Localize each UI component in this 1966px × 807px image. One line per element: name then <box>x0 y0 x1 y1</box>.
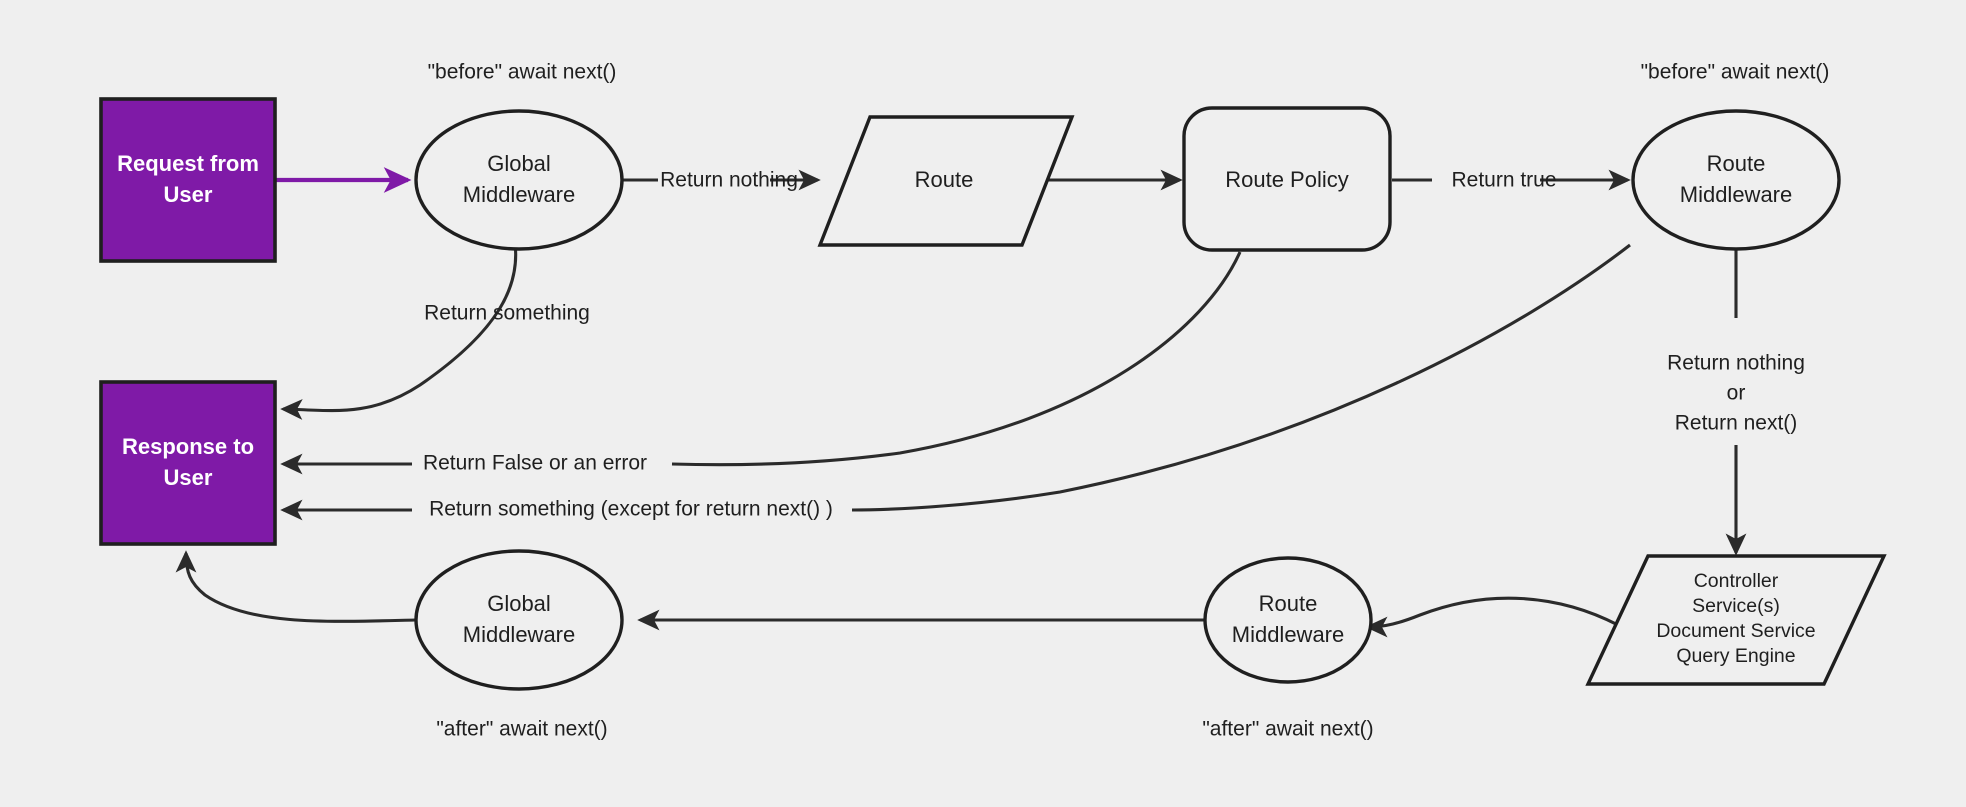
node-controller-services[interactable]: Controller Service(s) Document Service Q… <box>1585 554 1887 686</box>
annotation-before-global-middleware: "before" await next() <box>428 61 617 84</box>
edge-label-route-middleware-to-controller-line1: Return nothing <box>1667 352 1805 375</box>
controller-label-line2: Service(s) <box>1692 595 1780 617</box>
edge-label-route-middleware-to-controller-line2: or <box>1727 382 1746 405</box>
response-terminal-label-line2: User <box>164 465 213 490</box>
annotation-after-route-middleware: "after" await next() <box>1202 718 1373 741</box>
node-route-policy[interactable]: Route Policy <box>1182 106 1392 252</box>
edge-label-route-middleware-to-response: Return something (except for return next… <box>429 498 833 521</box>
response-terminal-shape <box>99 380 277 546</box>
global-middleware-after-label-line2: Middleware <box>463 622 576 647</box>
edge-route-middleware-to-response-curve <box>851 243 1631 512</box>
route-middleware-before-label-line2: Middleware <box>1680 182 1793 207</box>
global-middleware-before-label-line1: Global <box>487 151 551 176</box>
node-response-to-user[interactable]: Response to User <box>99 380 277 546</box>
route-middleware-after-label-line1: Route <box>1259 591 1318 616</box>
request-terminal-label-line1: Request from <box>117 151 259 176</box>
edge-label-global-to-response: Return something <box>424 302 590 325</box>
route-policy-label: Route Policy <box>1225 167 1349 192</box>
global-middleware-after-label-line1: Global <box>487 591 551 616</box>
node-global-middleware-after[interactable]: Global Middleware <box>414 549 624 691</box>
global-middleware-after-shape <box>414 549 624 691</box>
edge-label-policy-to-route-middleware: Return true <box>1451 169 1556 192</box>
edge-label-global-to-route: Return nothing <box>660 169 798 192</box>
node-route-middleware-before[interactable]: Route Middleware <box>1631 109 1841 251</box>
edge-global-middleware-after-to-response <box>175 550 416 623</box>
route-middleware-after-label-line2: Middleware <box>1232 622 1345 647</box>
controller-label-line1: Controller <box>1694 570 1779 592</box>
edge-label-policy-to-response: Return False or an error <box>423 452 647 475</box>
node-request-from-user[interactable]: Request from User <box>99 97 277 263</box>
controller-label-line3: Document Service <box>1656 620 1815 642</box>
response-terminal-label-line1: Response to <box>122 434 254 459</box>
edge-label-route-middleware-to-controller-line3: Return next() <box>1675 412 1798 435</box>
global-middleware-before-label-line2: Middleware <box>463 182 576 207</box>
route-middleware-after-shape <box>1203 556 1373 684</box>
controller-label-line4: Query Engine <box>1676 645 1795 667</box>
node-global-middleware-before[interactable]: Global Middleware <box>414 109 624 251</box>
node-route-middleware-after[interactable]: Route Middleware <box>1203 556 1373 684</box>
annotation-before-route-middleware: "before" await next() <box>1641 61 1830 84</box>
route-middleware-before-shape <box>1631 109 1841 251</box>
edge-route-policy-to-response-curve <box>671 251 1242 467</box>
global-middleware-before-shape <box>414 109 624 251</box>
controller-shape <box>1585 554 1887 686</box>
edge-controller-to-route-middleware-after <box>1365 596 1619 638</box>
route-label: Route <box>915 167 974 192</box>
node-route[interactable]: Route <box>817 115 1075 247</box>
route-shape <box>817 115 1075 247</box>
request-terminal-label-line2: User <box>164 182 213 207</box>
route-policy-shape <box>1182 106 1392 252</box>
request-terminal-shape <box>99 97 277 263</box>
edge-global-middleware-to-response <box>280 242 518 420</box>
annotation-after-global-middleware: "after" await next() <box>436 718 607 741</box>
route-middleware-before-label-line1: Route <box>1707 151 1766 176</box>
